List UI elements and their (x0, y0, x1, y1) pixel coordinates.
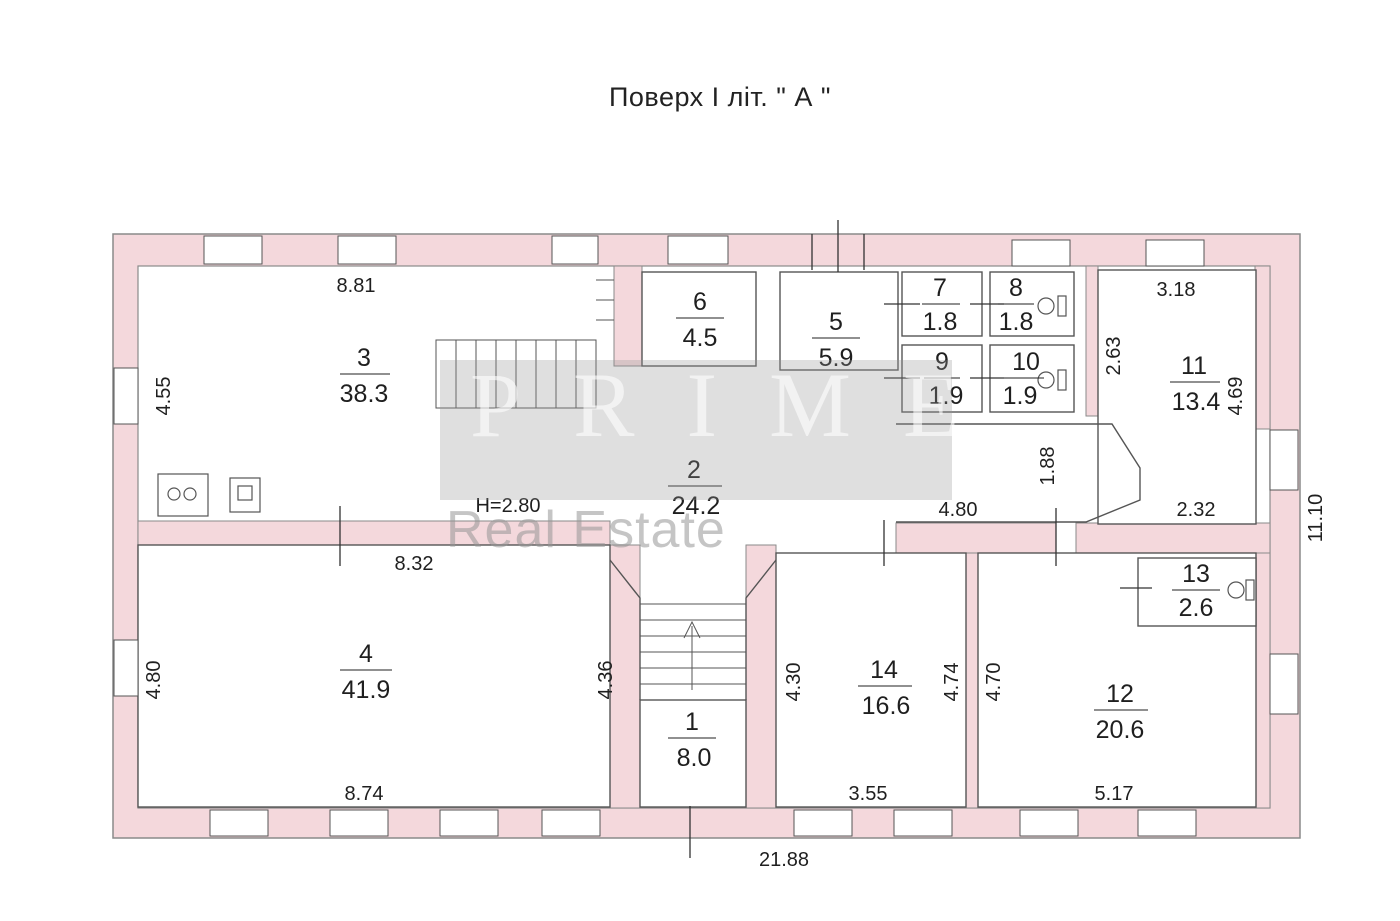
room-10-label: 10 1.9 (1003, 348, 1044, 410)
dim-room11-bottom: 2.32 (1177, 499, 1216, 521)
dim-room4-bottom: 8.74 (345, 783, 384, 805)
dim-room3-width: 8.81 (337, 275, 376, 297)
room-9-label: 9 1.9 (924, 348, 963, 410)
room-number: 13 (1182, 560, 1210, 588)
dim-hall-width: 4.80 (939, 499, 978, 521)
room-area: 1.9 (929, 382, 964, 410)
room-number: 14 (870, 656, 898, 684)
dim-corridor-width: 8.32 (395, 553, 434, 575)
room-area: 20.6 (1096, 716, 1145, 744)
dim-room12-left: 4.70 (983, 663, 1005, 702)
dim-room14-bottom: 3.55 (849, 783, 888, 805)
windows (113, 235, 1299, 837)
room-area: 1.8 (923, 308, 958, 336)
room-number: 6 (693, 288, 707, 316)
room-5-label: 5 5.9 (812, 308, 860, 372)
staircases (435, 279, 747, 701)
dim-room3-height: 4.55 (153, 377, 175, 416)
room-2-label: 2 24.2 (668, 456, 722, 520)
room-area: 24.2 (672, 492, 721, 520)
dim-room14-left: 4.30 (783, 663, 805, 702)
room-number: 12 (1106, 680, 1134, 708)
room-number: 7 (933, 274, 947, 302)
room-number: 8 (1009, 274, 1023, 302)
room-number: 2 (687, 456, 701, 484)
room-area: 41.9 (342, 676, 391, 704)
dim-room14-right: 4.74 (941, 663, 963, 702)
room-labels: 3 38.3 6 4.5 5 5.9 7 1.8 8 1.8 9 1.9 (340, 274, 1221, 772)
room-number: 3 (357, 344, 371, 372)
room-area: 13.4 (1172, 388, 1221, 416)
room-6-label: 6 4.5 (676, 288, 724, 352)
room-number: 10 (1012, 348, 1040, 376)
room-3-label: 3 38.3 (340, 344, 390, 408)
room-number: 11 (1181, 352, 1207, 380)
dim-room11-right: 4.69 (1225, 377, 1247, 416)
dim-room11-top: 3.18 (1157, 279, 1196, 301)
room-number: 9 (935, 348, 949, 376)
toilet-icons (1037, 295, 1255, 601)
dim-room4-left: 4.80 (143, 661, 165, 700)
room-area: 16.6 (862, 692, 911, 720)
room-number: 5 (829, 308, 843, 336)
room-8-label: 8 1.8 (998, 274, 1034, 336)
height-note: H=2.80 (475, 495, 540, 517)
room-13-label: 13 2.6 (1172, 560, 1220, 622)
plan-title: Поверх І літ. " А " (608, 82, 831, 112)
room-12-label: 12 20.6 (1094, 680, 1148, 744)
dim-room11-left: 2.63 (1103, 337, 1125, 376)
watermark-text: Real Estate (446, 501, 726, 559)
room-4-label: 4 41.9 (340, 640, 392, 704)
dim-hall-height: 1.88 (1037, 447, 1059, 486)
room-7-label: 7 1.8 (922, 274, 960, 336)
watermark-band (440, 360, 952, 500)
room-area: 1.8 (999, 308, 1034, 336)
dim-total-width: 21.88 (759, 849, 809, 871)
room-14-label: 14 16.6 (858, 656, 912, 720)
room-1-label: 1 8.0 (668, 708, 716, 772)
room-number: 4 (359, 640, 373, 668)
kitchen-fixtures (157, 473, 261, 517)
room-number: 1 (685, 708, 699, 736)
room-area: 38.3 (340, 380, 389, 408)
dim-room12-bottom: 5.17 (1095, 783, 1134, 805)
room-area: 8.0 (677, 744, 712, 772)
watermark-logo: PRIME (470, 354, 1012, 456)
room-area: 2.6 (1179, 594, 1214, 622)
room-area: 4.5 (683, 324, 718, 352)
dim-total-height: 11.10 (1305, 494, 1327, 543)
room-area: 1.9 (1003, 382, 1038, 410)
room-area: 5.9 (819, 344, 854, 372)
dimension-labels: 8.81 4.55 8.32 H=2.80 4.80 1.88 3.18 2.6… (143, 275, 1327, 871)
room-11-label: 11 13.4 (1170, 352, 1220, 416)
dim-room4-right: 4.36 (595, 661, 617, 700)
